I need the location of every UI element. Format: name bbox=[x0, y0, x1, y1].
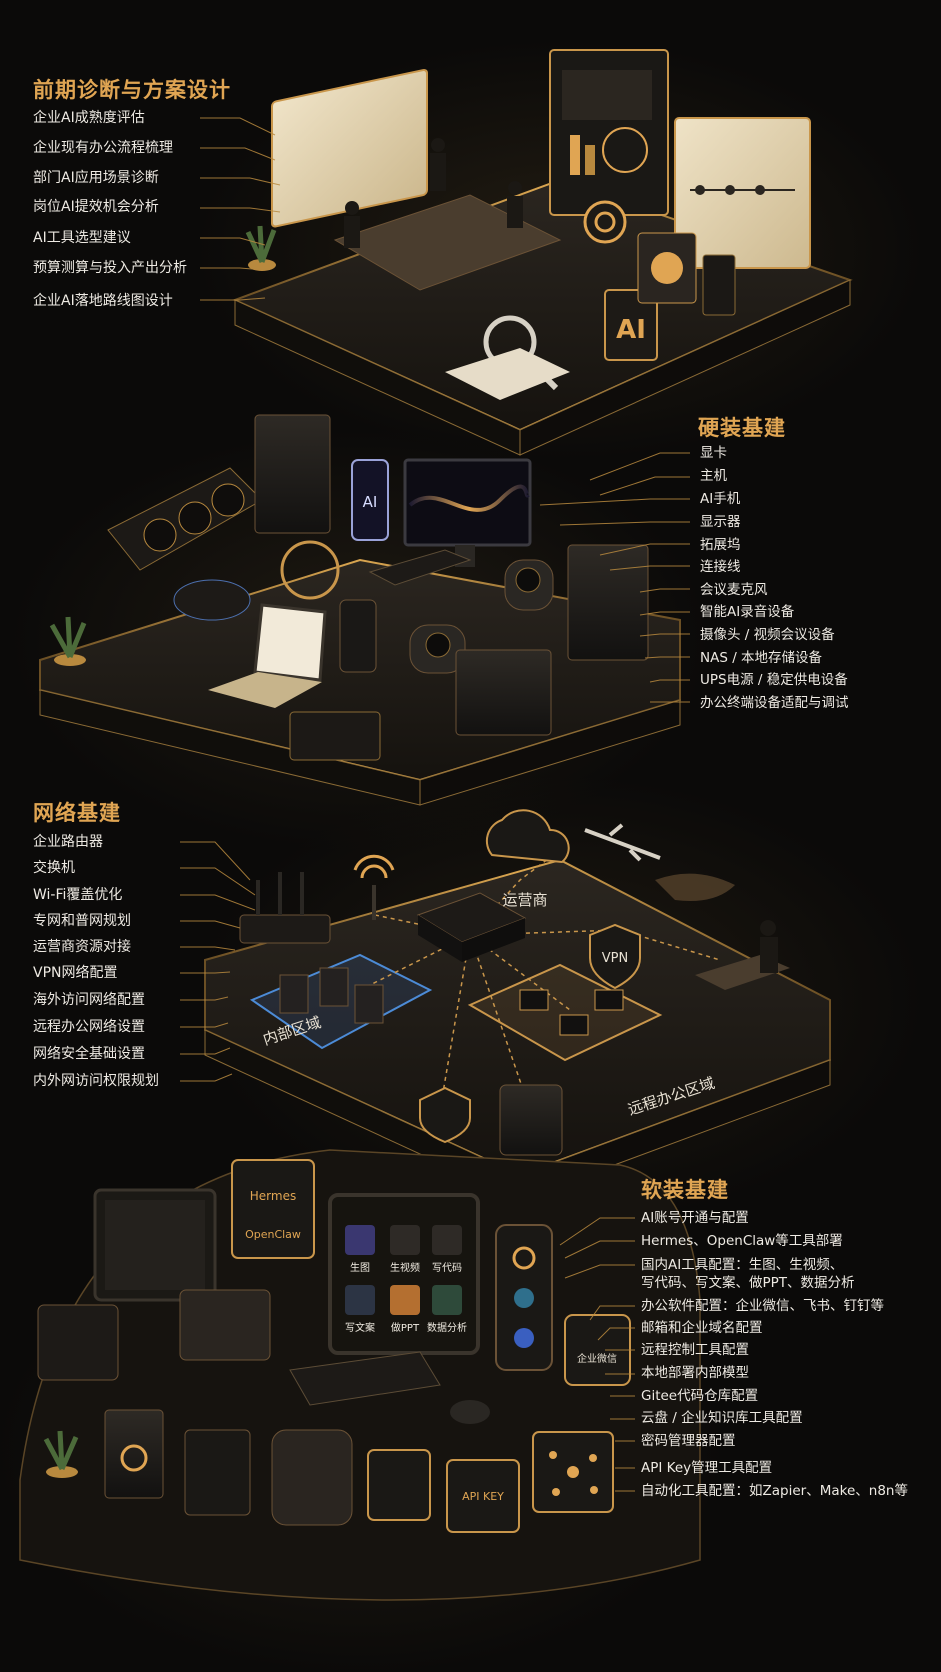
list-item: 主机 bbox=[700, 468, 727, 484]
list-item: 自动化工具配置：如Zapier、Make、n8n等 bbox=[641, 1483, 908, 1499]
list-item: 办公终端设备适配与调试 bbox=[700, 695, 849, 711]
list-item: 云盘 / 企业知识库工具配置 bbox=[641, 1410, 803, 1426]
section-title-diagnosis: 前期诊断与方案设计 bbox=[33, 78, 231, 102]
list-item: 办公软件配置：企业微信、飞书、钉钉等 bbox=[641, 1298, 884, 1314]
list-item: 远程办公网络设置 bbox=[33, 1019, 145, 1035]
tile-label-4: 做PPT bbox=[391, 1321, 420, 1334]
list-item: 海外访问网络配置 bbox=[33, 992, 145, 1008]
list-item: 拓展坞 bbox=[700, 537, 741, 553]
cloud-carrier-label: 运营商 bbox=[502, 891, 547, 909]
list-item: 写代码、写文案、做PPT、数据分析 bbox=[641, 1275, 855, 1291]
list-item: 岗位AI提效机会分析 bbox=[33, 199, 159, 215]
list-item: 会议麦克风 bbox=[700, 582, 768, 598]
list-item: 企业路由器 bbox=[33, 834, 103, 850]
list-item: 摄像头 / 视频会议设备 bbox=[700, 627, 835, 643]
list-item: 邮箱和企业域名配置 bbox=[641, 1320, 763, 1336]
list-item: 智能AI录音设备 bbox=[700, 604, 795, 620]
callout-lines bbox=[180, 117, 690, 1492]
scene-software: Hermes OpenClaw 生图 生视频 写代码 写文案 做PPT 数据分析… bbox=[19, 1149, 701, 1601]
tile-label-2: 写代码 bbox=[432, 1262, 462, 1274]
list-item: 连接线 bbox=[700, 559, 741, 575]
vpn-shield-label: VPN bbox=[602, 951, 628, 966]
list-item: NAS / 本地存储设备 bbox=[700, 650, 823, 666]
api-key-label: API KEY bbox=[462, 1490, 504, 1503]
list-item: 专网和普网规划 bbox=[33, 913, 131, 929]
openclaw-logo: OpenClaw bbox=[245, 1228, 301, 1241]
list-item: Gitee代码仓库配置 bbox=[641, 1388, 759, 1404]
list-item: 交换机 bbox=[33, 860, 75, 876]
ai-block-label: AI bbox=[616, 315, 646, 345]
list-item: 密码管理器配置 bbox=[641, 1433, 736, 1449]
list-item: 企业AI成熟度评估 bbox=[33, 110, 145, 126]
list-item: 部门AI应用场景诊断 bbox=[33, 170, 159, 186]
scene-network: 运营商 VPN 内部区域 远程办公区域 bbox=[204, 809, 831, 1201]
list-item: Hermes、OpenClaw等工具部署 bbox=[641, 1233, 843, 1249]
list-item: 运营商资源对接 bbox=[33, 939, 131, 955]
scene-diagnosis: AI bbox=[232, 49, 853, 456]
list-item: 预算测算与投入产出分析 bbox=[33, 260, 187, 276]
list-item: 显卡 bbox=[700, 445, 727, 461]
list-item: 国内AI工具配置：生图、生视频、 bbox=[641, 1257, 844, 1273]
list-item: 网络安全基础设置 bbox=[33, 1046, 145, 1062]
list-item: API Key管理工具配置 bbox=[641, 1460, 773, 1476]
list-item: 本地部署内部模型 bbox=[641, 1365, 749, 1381]
list-item: UPS电源 / 稳定供电设备 bbox=[700, 672, 848, 688]
tile-label-3: 写文案 bbox=[345, 1321, 375, 1334]
list-item: AI手机 bbox=[700, 491, 741, 507]
hermes-logo: Hermes bbox=[250, 1189, 296, 1203]
tile-label-0: 生图 bbox=[350, 1261, 370, 1274]
list-item: 企业AI落地路线图设计 bbox=[33, 293, 173, 309]
list-item: 远程控制工具配置 bbox=[641, 1342, 749, 1358]
tile-label-5: 数据分析 bbox=[427, 1321, 467, 1334]
scene-hardware: AI bbox=[39, 414, 681, 806]
list-item: 显示器 bbox=[700, 514, 741, 530]
list-item: 内外网访问权限规划 bbox=[33, 1073, 159, 1089]
list-item: Wi-Fi覆盖优化 bbox=[33, 887, 123, 903]
section-title-software: 软装基建 bbox=[641, 1178, 729, 1202]
list-item: AI账号开通与配置 bbox=[641, 1210, 749, 1226]
section-title-hardware: 硬装基建 bbox=[698, 416, 786, 440]
list-item: 企业现有办公流程梳理 bbox=[33, 140, 173, 156]
list-item: VPN网络配置 bbox=[33, 965, 118, 981]
wecom-label: 企业微信 bbox=[577, 1352, 617, 1365]
ai-phone-label: AI bbox=[363, 493, 378, 511]
list-item: AI工具选型建议 bbox=[33, 230, 131, 246]
tile-label-1: 生视频 bbox=[390, 1261, 420, 1274]
section-title-network: 网络基建 bbox=[33, 801, 121, 825]
